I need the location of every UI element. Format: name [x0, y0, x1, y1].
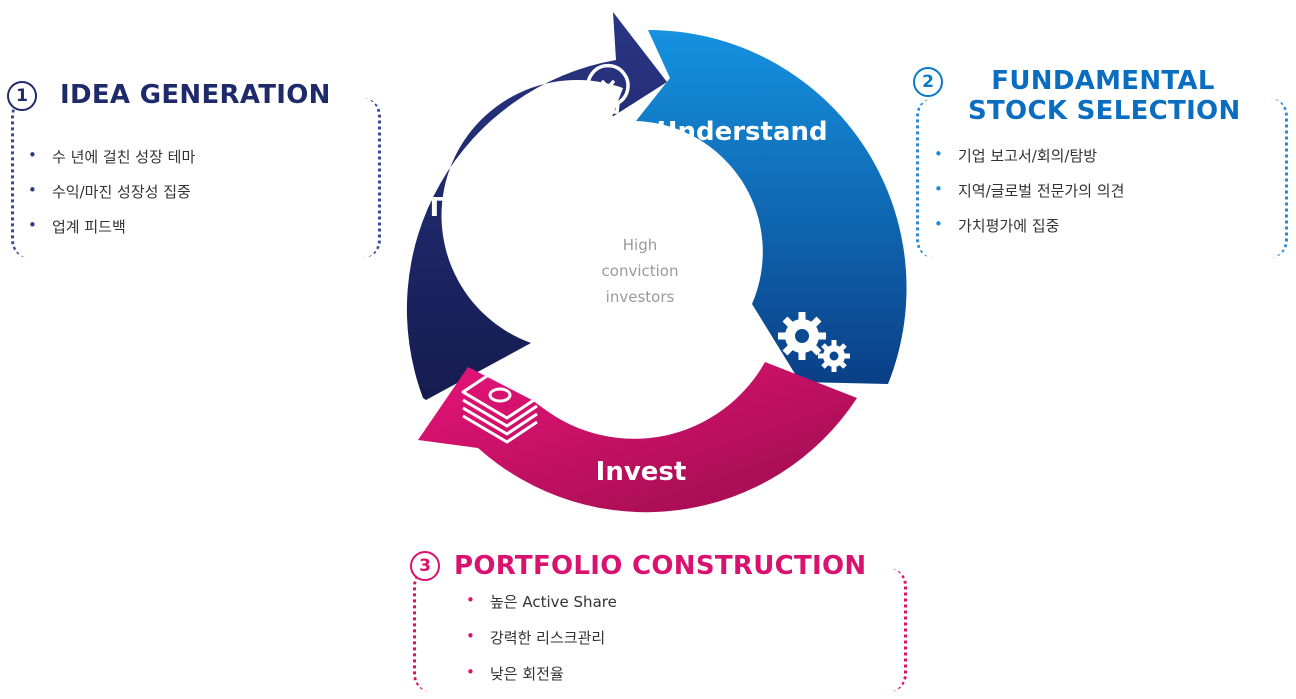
list-item: 업계 피드백: [26, 216, 195, 251]
fundamental-list: 기업 보고서/회의/탐방 지역/글로벌 전문가의 의견 가치평가에 집중: [932, 145, 1124, 250]
idea-generation-list: 수 년에 걸친 성장 테마 수익/마진 성장성 집중 업계 피드백: [26, 146, 195, 251]
step-number-3: 3: [410, 551, 440, 581]
invest-label: Invest: [596, 457, 687, 487]
money-stack-icon: [461, 370, 539, 444]
list-item: 낮은 회전율: [464, 663, 617, 699]
understand-arrow: [636, 29, 907, 385]
list-item: 기업 보고서/회의/탐방: [932, 145, 1124, 180]
list-item: 강력한 리스크관리: [464, 627, 617, 663]
fundamental-frame: [916, 98, 1288, 258]
portfolio-frame: [413, 568, 907, 692]
center-line-1: High: [623, 236, 657, 254]
fundamental-title-line-2: STOCK SELECTION: [968, 96, 1241, 126]
portfolio-list: 높은 Active Share 강력한 리스크관리 낮은 회전율: [464, 591, 617, 699]
fundamental-title-line-1: FUNDAMENTAL: [991, 66, 1215, 96]
center-line-3: investors: [606, 288, 675, 306]
idea-generation-frame: [11, 98, 381, 258]
think-label: Think: [426, 193, 508, 223]
understand-label: Understand: [656, 117, 827, 147]
list-item: 수익/마진 성장성 집중: [26, 181, 195, 216]
list-item: 지역/글로벌 전문가의 의견: [932, 180, 1124, 215]
list-item: 높은 Active Share: [464, 591, 617, 627]
step-number-1: 1: [7, 81, 37, 111]
center-line-2: conviction: [602, 262, 679, 280]
idea-generation-title: IDEA GENERATION: [60, 80, 331, 110]
list-item: 가치평가에 집중: [932, 215, 1124, 250]
invest-arrow: [418, 362, 857, 513]
step-number-2: 2: [913, 67, 943, 97]
think-arrow: [406, 12, 667, 400]
gears-icon: [778, 312, 850, 372]
portfolio-title: PORTFOLIO CONSTRUCTION: [454, 551, 867, 581]
lightbulb-icon: [586, 64, 630, 126]
list-item: 수 년에 걸친 성장 테마: [26, 146, 195, 181]
fundamental-title: FUNDAMENTAL STOCK SELECTION: [968, 66, 1241, 126]
